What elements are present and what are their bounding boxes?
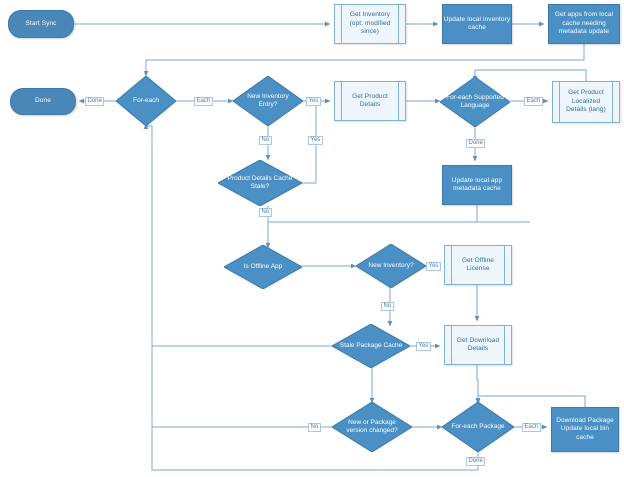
node-get-product-localized-details-label: Get Product Localized Details (lang)	[566, 89, 606, 114]
node-download-package-update-local-bin-cache[interactable]: Download Package Update local bin cache	[551, 407, 619, 452]
predefined-bar-left	[341, 5, 342, 43]
predefined-bar-left	[341, 82, 342, 120]
node-for-each-package[interactable]: For-each Package	[442, 402, 514, 452]
edge-label-stale-package-yes: Yes	[416, 342, 431, 351]
node-stale-package-cache-label: Stale Package Cache	[339, 342, 403, 349]
edge-label-package-version-no: No	[308, 423, 321, 432]
node-start-sync-label: Start Sync	[25, 19, 57, 27]
node-get-offline-license-label: Get Offline License	[461, 256, 495, 273]
diamond-shape	[356, 244, 426, 288]
node-start-sync[interactable]: Start Sync	[8, 10, 74, 38]
node-new-or-package-version-changed-label: New or Package version changed?	[346, 419, 398, 434]
predefined-bar-right	[504, 246, 505, 284]
edge-label-package-done: Done	[466, 457, 486, 466]
node-get-product-details-label: Get Product Details	[352, 92, 388, 109]
diamond-shape	[440, 77, 510, 127]
node-is-offline-app[interactable]: Is Offline App	[224, 245, 302, 289]
node-update-local-app-metadata-cache[interactable]: Update local app metadata cache	[442, 165, 512, 205]
predefined-bar-left	[559, 82, 560, 122]
edge-label-new-inventory-entry-no: No	[259, 136, 272, 145]
node-get-product-localized-details[interactable]: Get Product Localized Details (lang)	[552, 81, 620, 123]
edge-label-done-to-done: Done	[85, 97, 105, 106]
diamond-shape	[332, 402, 412, 452]
node-download-package-update-local-bin-cache-label: Download Package Update local bin cache	[556, 416, 614, 441]
edge-label-new-inventory-yes: Yes	[426, 262, 441, 271]
edge-label-new-inventory-entry-yes: Yes	[306, 97, 321, 106]
diamond-shape	[233, 76, 303, 126]
predefined-bar-left	[451, 326, 452, 364]
node-for-each[interactable]: For-each	[116, 76, 176, 126]
edge-label-product-details-stale-no: No	[259, 208, 272, 217]
node-get-apps-from-local-cache-label: Get apps from local cache needing metada…	[554, 11, 614, 36]
diamond-shape	[224, 245, 302, 289]
node-new-inventory-label: New Inventory?	[368, 262, 414, 269]
node-get-product-details[interactable]: Get Product Details	[334, 81, 406, 121]
node-is-offline-app-label: Is Offline App	[243, 263, 283, 270]
node-for-each-supported-language-label: For-each Supported Language	[446, 94, 504, 109]
node-get-download-details-label: Get Download Details	[456, 336, 500, 353]
node-get-inventory-label: Get Inventory (opt: modified since)	[349, 11, 391, 36]
node-get-apps-from-local-cache[interactable]: Get apps from local cache needing metada…	[548, 4, 620, 44]
node-product-details-cache-stale-label: Product Details Cache Stale?	[227, 175, 293, 190]
edge-label-package-each: Each	[522, 423, 541, 432]
node-for-each-supported-language[interactable]: For-each Supported Language	[440, 77, 510, 127]
node-done-label: Done	[35, 97, 51, 105]
predefined-bar-right	[612, 82, 613, 122]
node-for-each-package-label: For-each Package	[451, 423, 505, 430]
node-stale-package-cache[interactable]: Stale Package Cache	[332, 324, 410, 368]
predefined-bar-right	[398, 82, 399, 120]
node-get-download-details[interactable]: Get Download Details	[444, 325, 512, 365]
predefined-bar-left	[451, 246, 452, 284]
node-new-inventory-entry[interactable]: New Inventory Entry?	[233, 76, 303, 126]
diamond-shape	[116, 76, 176, 126]
edge-label-lang-each: Each	[524, 97, 543, 106]
predefined-bar-right	[504, 326, 505, 364]
edge-label-new-inventory-no: No	[381, 302, 394, 311]
predefined-bar-right	[398, 5, 399, 43]
node-new-inventory-entry-label: New Inventory Entry?	[247, 93, 289, 108]
diamond-shape	[218, 160, 302, 206]
node-done[interactable]: Done	[10, 88, 76, 115]
node-update-local-inventory-cache[interactable]: Update local inventory cache	[442, 4, 512, 44]
node-get-offline-license[interactable]: Get Offline License	[444, 245, 512, 285]
diamond-shape	[332, 324, 410, 368]
diamond-shape	[442, 402, 514, 452]
node-new-or-package-version-changed[interactable]: New or Package version changed?	[332, 402, 412, 452]
node-update-local-app-metadata-cache-label: Update local app metadata cache	[451, 176, 503, 193]
edge-label-lang-done: Done	[466, 139, 486, 148]
edge-label-for-each-each: Each	[194, 97, 213, 106]
node-new-inventory[interactable]: New Inventory?	[356, 244, 426, 288]
node-for-each-label: For-each	[132, 97, 159, 104]
node-product-details-cache-stale[interactable]: Product Details Cache Stale?	[218, 160, 302, 206]
node-get-inventory[interactable]: Get Inventory (opt: modified since)	[334, 4, 406, 44]
node-update-local-inventory-cache-label: Update local inventory cache	[443, 15, 511, 32]
edge-label-product-details-stale-yes: Yes	[308, 136, 323, 145]
